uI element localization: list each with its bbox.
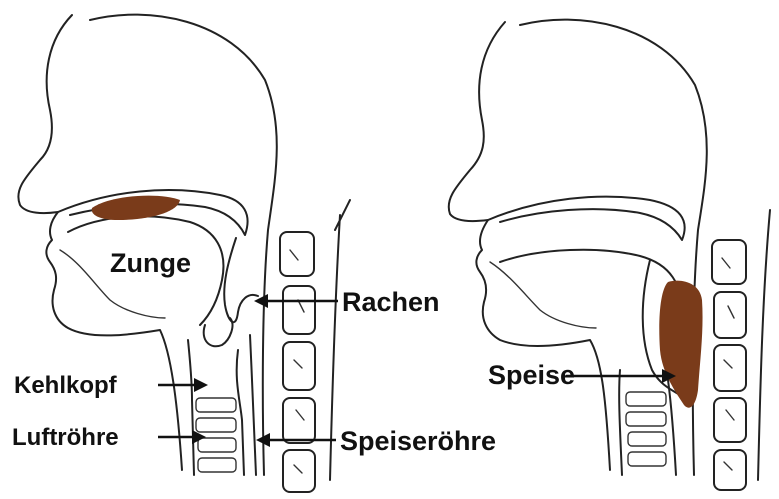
right-tongue-outline <box>500 250 681 315</box>
arrow-speiseroehre <box>256 433 336 447</box>
right-back-of-head <box>520 20 707 475</box>
right-spine-back <box>758 210 770 480</box>
left-face-outline <box>18 15 182 470</box>
right-nasal-palate <box>488 197 685 240</box>
label-kehlkopf: Kehlkopf <box>14 372 118 399</box>
label-speiseroehre: Speiseröhre <box>340 426 496 456</box>
right-head-figure <box>449 20 770 490</box>
right-jaw-line <box>490 262 596 328</box>
left-epiglottis <box>204 318 233 346</box>
label-rachen: Rachen <box>342 287 440 317</box>
left-pharynx-wall <box>224 238 258 322</box>
right-trachea-back <box>668 380 676 475</box>
label-speise: Speise <box>488 360 575 390</box>
arrow-kehlkopf <box>158 378 208 392</box>
left-back-of-head <box>90 15 277 475</box>
right-face-outline <box>449 22 610 470</box>
left-spine <box>280 232 315 492</box>
label-zunge: Zunge <box>110 248 191 278</box>
left-larynx <box>188 340 194 475</box>
left-esophagus <box>250 335 256 475</box>
right-trachea-rings <box>626 392 666 466</box>
arrow-rachen <box>254 294 338 308</box>
right-food-bolus <box>659 281 702 408</box>
left-trachea-back <box>237 350 244 475</box>
left-food-bolus <box>92 196 180 220</box>
right-larynx <box>619 370 622 475</box>
label-luftroehre: Luftröhre <box>12 424 119 451</box>
right-spine <box>712 240 746 490</box>
